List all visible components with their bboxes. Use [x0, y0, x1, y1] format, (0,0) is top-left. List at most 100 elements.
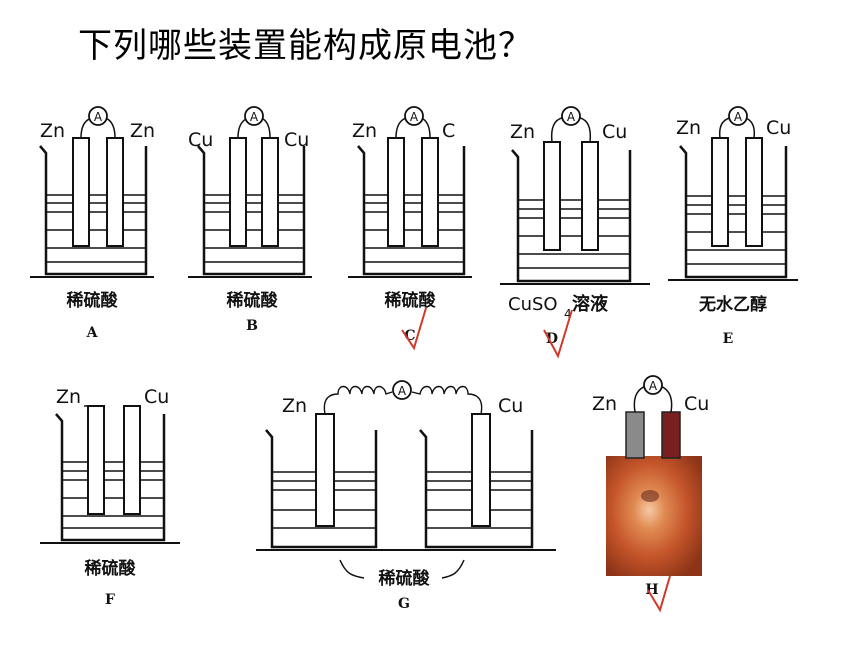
setup-b: A Cu Cu 稀硫酸 B	[188, 106, 312, 334]
electrode-left	[72, 137, 90, 247]
electrode-right-label: Cu	[284, 129, 309, 151]
solution-label: 稀硫酸	[67, 290, 119, 311]
beaker	[357, 145, 466, 276]
fruit-core	[641, 490, 659, 502]
electrode-right	[106, 137, 124, 247]
electrode-right	[471, 413, 491, 527]
ammeter-label: A	[250, 110, 259, 124]
setup-h: A Zn Cu H	[592, 375, 709, 613]
electrode-right-label: Cu	[498, 395, 523, 417]
solution-lines	[204, 194, 304, 263]
solution-label: 稀硫酸	[385, 290, 437, 311]
ammeter	[244, 106, 264, 126]
ammeter	[643, 375, 663, 395]
ammeter-label: A	[94, 110, 103, 124]
beaker	[197, 145, 306, 276]
beaker	[39, 145, 148, 276]
ammeter	[404, 106, 424, 126]
setup-letter: A	[86, 325, 99, 341]
solution-lines	[62, 461, 164, 529]
check-mark	[647, 575, 671, 613]
electrode-left	[229, 137, 247, 247]
ammeter	[88, 106, 108, 126]
bench-line	[256, 549, 556, 551]
electrode-left-label: Zn	[56, 386, 81, 408]
ammeter-label: A	[649, 379, 658, 393]
ammeter	[392, 380, 412, 400]
electrode-right	[123, 405, 141, 515]
bench-line	[668, 279, 798, 281]
setup-a: A Zn Zn 稀硫酸 A	[30, 106, 155, 341]
electrode-left-label: Zn	[510, 121, 535, 143]
solution-label: 稀硫酸	[85, 558, 137, 579]
ammeter-label: A	[398, 384, 407, 398]
electrode-left-label: Zn	[40, 120, 65, 142]
electrode-right-label: Cu	[766, 117, 791, 139]
solution-lines	[518, 199, 630, 269]
setup-letter: H	[645, 582, 658, 598]
electrode-right	[421, 137, 439, 247]
electrode-left-label: Zn	[282, 395, 307, 417]
electrode-left	[315, 413, 335, 527]
bench-line	[40, 542, 180, 544]
solution-label: 溶液	[572, 293, 609, 315]
electrode-left	[387, 137, 405, 247]
bench-line	[500, 283, 650, 285]
ammeter	[561, 106, 581, 126]
beaker	[511, 149, 632, 283]
cu-electrode	[661, 411, 681, 459]
setup-letter: B	[246, 318, 258, 334]
solution-lines	[686, 195, 786, 265]
electrode-right-label: C	[442, 120, 455, 142]
electrode-left	[543, 141, 561, 251]
electrode-left-label: Zn	[592, 393, 617, 415]
solution-subscript: 4	[564, 307, 572, 321]
setup-letter: E	[723, 331, 734, 347]
setup-letter: G	[398, 596, 410, 612]
check-mark	[543, 309, 573, 359]
electrode-left-label: Zn	[352, 120, 377, 142]
ammeter-label: A	[410, 110, 419, 124]
electrode-right-label: Cu	[602, 121, 627, 143]
pointer-lines	[339, 559, 465, 579]
electrode-left	[711, 137, 729, 247]
bench-line	[188, 276, 312, 278]
setup-g: A Zn Cu 稀硫酸 G	[256, 380, 556, 612]
bench-line	[30, 276, 154, 278]
electrode-right	[261, 137, 279, 247]
setup-c: A Zn C 稀硫酸 C	[348, 106, 472, 351]
electrode-right	[745, 137, 763, 247]
page-title: 下列哪些装置能构成原电池？	[78, 26, 533, 66]
beaker-right	[419, 429, 534, 549]
setup-letter: C	[404, 328, 415, 344]
solution-lines	[272, 471, 532, 529]
beaker-left	[265, 429, 378, 549]
solution-lines	[46, 194, 146, 263]
solution-label: 稀硫酸	[227, 290, 279, 311]
setup-f: Zn Cu 稀硫酸 F	[40, 386, 180, 608]
coil-wire-right	[411, 385, 483, 415]
setup-letter: F	[105, 592, 115, 608]
electrode-right-label: Zn	[130, 120, 155, 142]
bench-line	[348, 276, 472, 278]
check-mark	[401, 307, 427, 351]
beaker	[679, 145, 788, 279]
electrode-left	[87, 405, 105, 515]
electrode-right-label: Cu	[144, 386, 169, 408]
electrode-left-label: Cu	[188, 129, 213, 151]
setup-e: A Zn Cu 无水乙醇 E	[668, 106, 798, 347]
electrode-right	[581, 141, 599, 251]
solution-formula: CuSO	[508, 294, 558, 315]
electrode-right-label: Cu	[684, 393, 709, 415]
electrode-left-label: Zn	[676, 117, 701, 139]
setup-d: A Zn Cu CuSO 4 溶液 D	[500, 106, 650, 359]
setup-letter: D	[546, 331, 558, 347]
ammeter-label: A	[567, 110, 576, 124]
beaker	[55, 413, 166, 542]
solution-lines	[364, 194, 464, 263]
ammeter	[728, 106, 748, 126]
solution-label: 稀硫酸	[379, 568, 431, 589]
coil-wire-left	[323, 385, 393, 415]
solution-label: 无水乙醇	[698, 294, 767, 315]
